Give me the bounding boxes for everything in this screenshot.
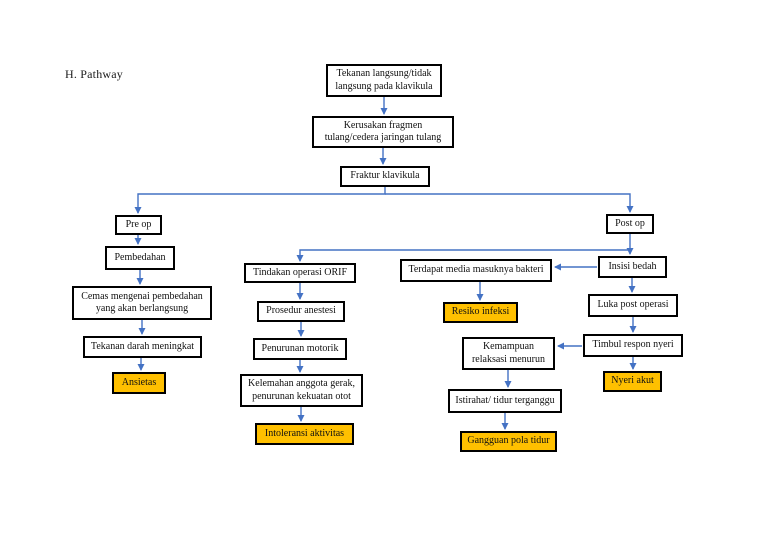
flowchart-node-resiko-infeksi: Resiko infeksi — [443, 302, 518, 323]
flowchart-node-pembedahan: Pembedahan — [105, 246, 175, 270]
flowchart-node-pre-op: Pre op — [115, 215, 162, 235]
flowchart-node-intoleransi-aktivitas: Intoleransi aktivitas — [255, 423, 354, 445]
flowchart-node-tindakan-orif: Tindakan operasi ORIF — [244, 263, 356, 283]
flowchart-node-ansietas: Ansietas — [112, 372, 166, 394]
flowchart-node-gangguan-pola-tidur: Gangguan pola tidur — [460, 431, 557, 452]
edge-fraktur-to-preop — [134, 187, 386, 214]
flowchart-node-penurunan-motorik: Penurunan motorik — [253, 338, 347, 360]
flowchart-node-fraktur-klavikula: Fraktur klavikula — [340, 166, 430, 187]
flowchart-node-istirahat-terganggu: Istirahat/ tidur terganggu — [448, 389, 562, 413]
flowchart-node-tekanan-langsung: Tekanan langsung/tidak langsung pada kla… — [326, 64, 442, 97]
flowchart-node-tekanan-darah: Tekanan darah meningkat — [83, 336, 202, 358]
flowchart-node-kerusakan-fragmen: Kerusakan fragmen tulang/cedera jaringan… — [312, 116, 454, 148]
flowchart-node-nyeri-akut: Nyeri akut — [603, 371, 662, 392]
flowchart-node-prosedur-anestesi: Prosedur anestesi — [257, 301, 345, 322]
flowchart-node-timbul-respon-nyeri: Timbul respon nyeri — [583, 334, 683, 357]
flowchart-node-kemampuan-relaksasi: Kemampuan relaksasi menurun — [462, 337, 555, 370]
flowchart-node-cemas-pembedahan: Cemas mengenai pembedahan yang akan berl… — [72, 286, 212, 320]
page-title: H. Pathway — [65, 67, 123, 81]
flowchart-node-kelemahan-anggota-gerak: Kelemahan anggota gerak, penurunan kekua… — [240, 374, 363, 407]
flowchart-node-insisi-bedah: Insisi bedah — [598, 256, 667, 278]
flowchart-node-luka-post-operasi: Luka post operasi — [588, 294, 678, 317]
flowchart-node-media-bakteri: Terdapat media masuknya bakteri — [400, 259, 552, 282]
edge-fraktur-to-postop — [385, 193, 634, 213]
flowchart-node-post-op: Post op — [606, 214, 654, 234]
